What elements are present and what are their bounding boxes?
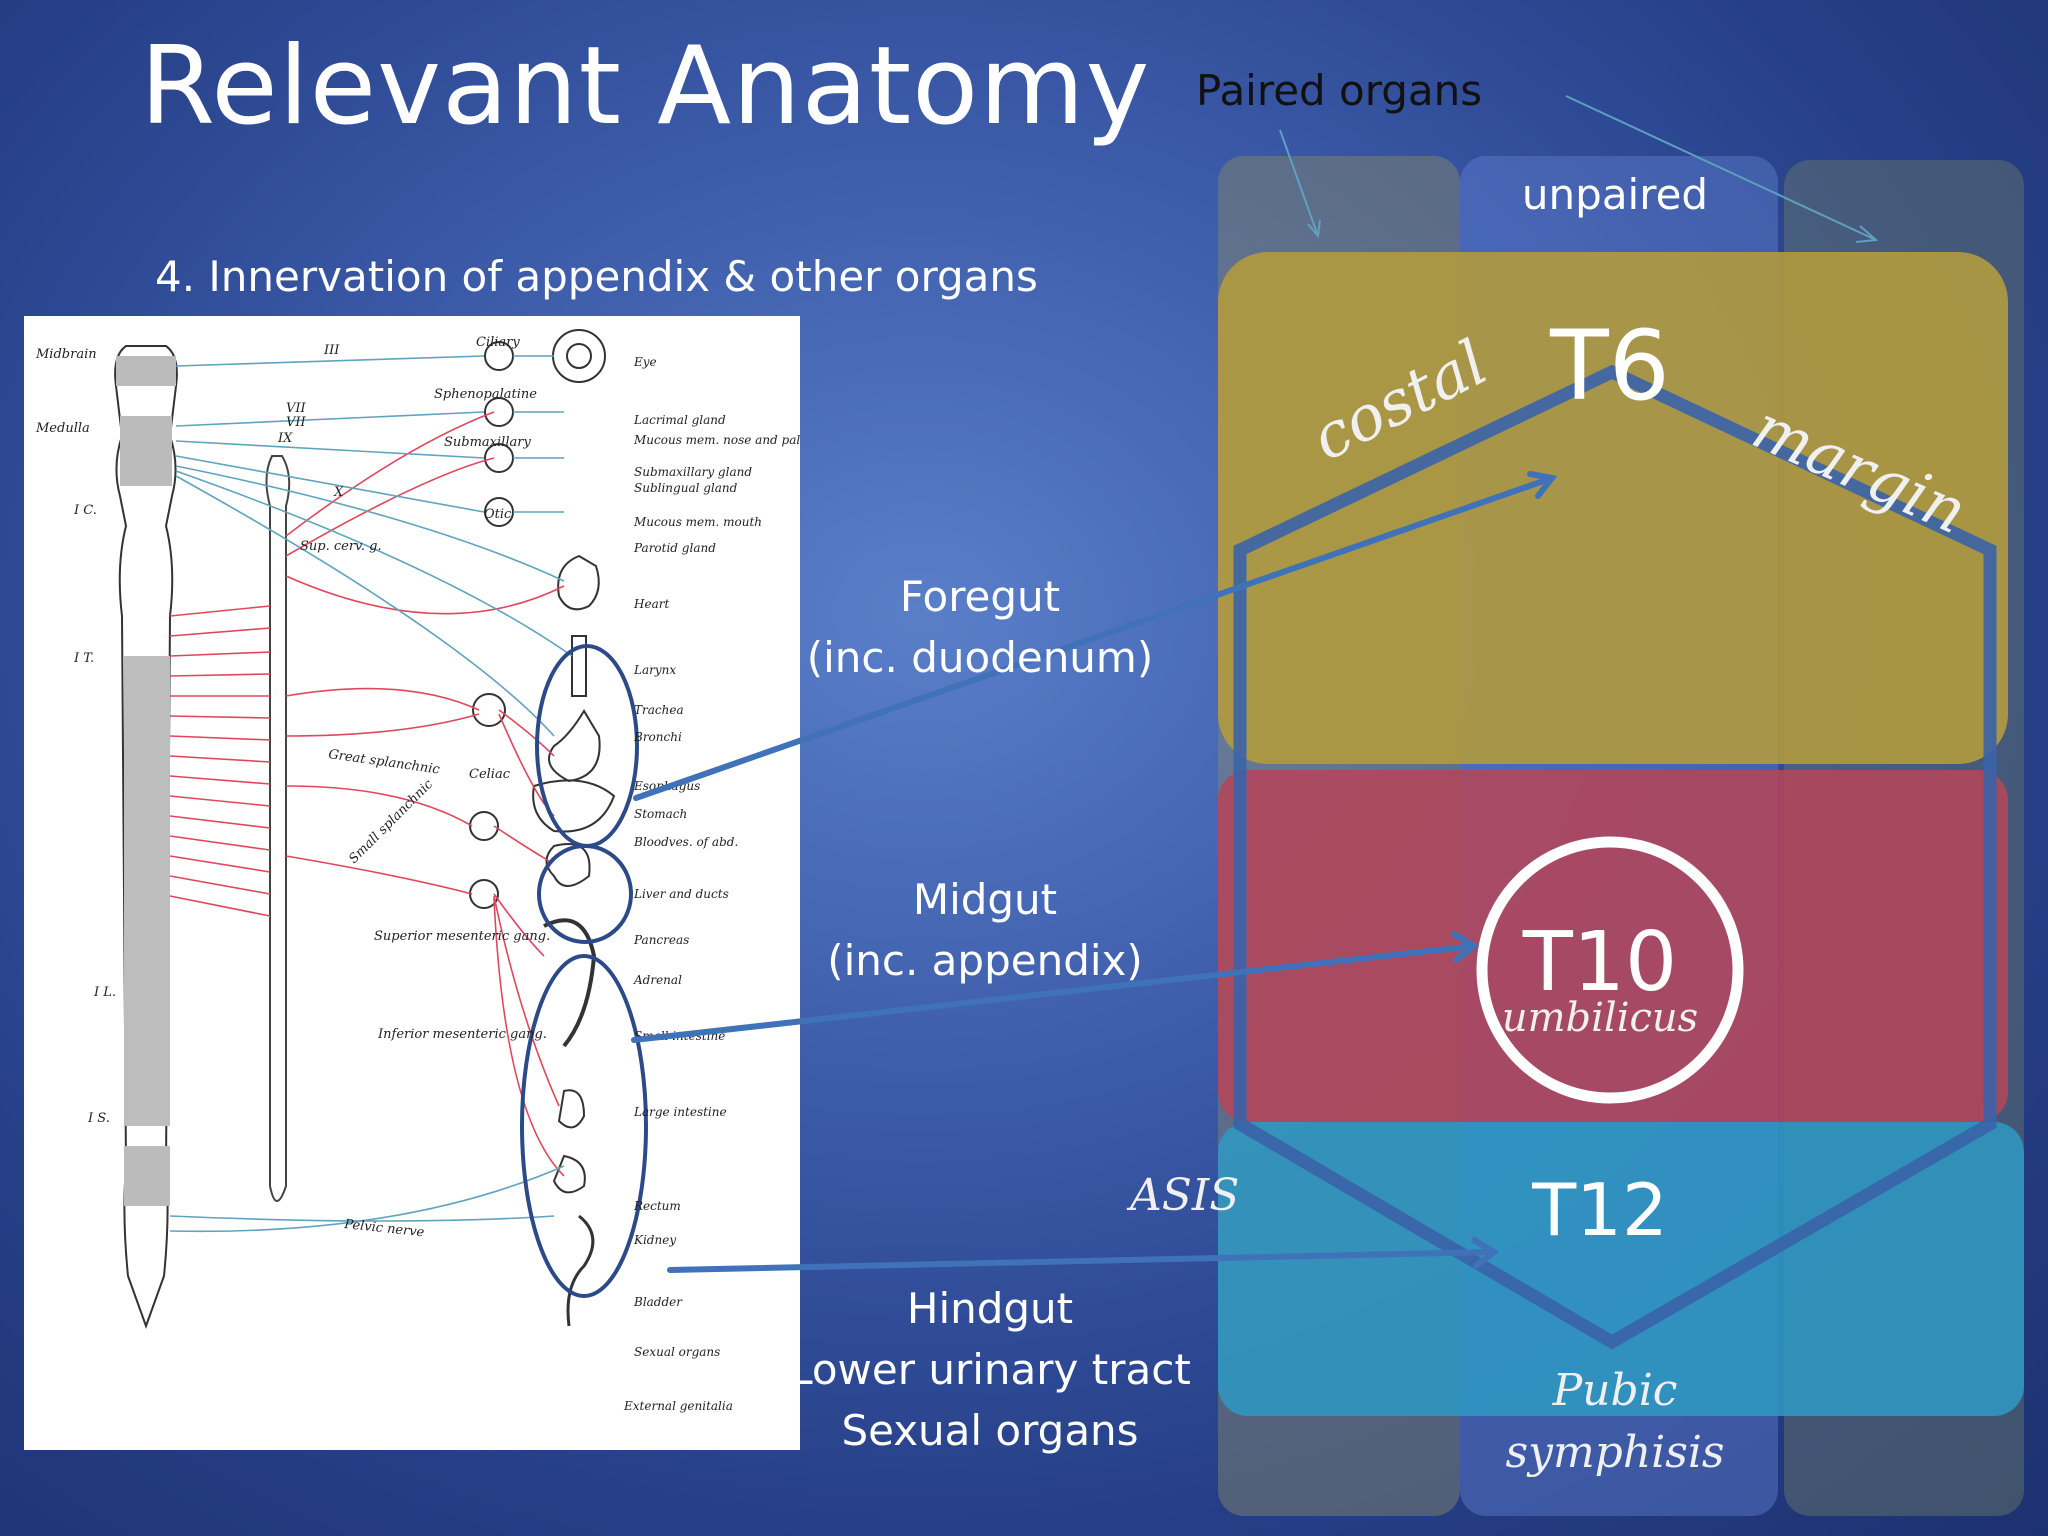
label-submaxillary: Submaxillary xyxy=(444,435,531,450)
innervation-figure: Midbrain Medulla I C. I T. I L. I S. III… xyxy=(24,316,800,1450)
preganglionic-fibres xyxy=(169,411,565,1177)
midbrain-shade xyxy=(116,356,176,386)
foregut-band xyxy=(1218,252,2008,764)
abdomen-hexagon xyxy=(1233,364,1997,1350)
label-ciliary: Ciliary xyxy=(476,335,520,350)
label-pancreas: Pancreas xyxy=(633,933,689,947)
trachea-organ xyxy=(571,635,587,697)
hindgut-ellipse xyxy=(520,954,648,1298)
midgut-ellipse xyxy=(537,844,633,944)
label-cn-iii: III xyxy=(323,343,340,358)
label-sexual-organs: Sexual organs xyxy=(634,1345,720,1359)
label-parotid: Parotid gland xyxy=(633,541,716,555)
label-large-intestine: Large intestine xyxy=(633,1105,727,1119)
label-eye: Eye xyxy=(633,355,657,369)
label-adrenal: Adrenal xyxy=(633,973,682,987)
label-sup-mesenteric: Superior mesenteric gang. xyxy=(374,929,550,944)
liver-organ xyxy=(532,779,616,833)
foregut-line-2: (inc. duodenum) xyxy=(806,633,1154,682)
label-medulla: Medulla xyxy=(35,421,90,436)
midgut-line-2: (inc. appendix) xyxy=(827,936,1143,985)
pubic-line-2: symphisis xyxy=(1505,1427,1725,1478)
label-ext-genitalia: External genitalia xyxy=(623,1399,733,1413)
label-stomach: Stomach xyxy=(634,807,687,821)
t6-label: T6 xyxy=(1550,310,1670,422)
midgut-text: Midgut (inc. appendix) xyxy=(780,869,1190,991)
medulla-shade xyxy=(120,416,172,486)
figure-left-labels: Midbrain Medulla I C. I T. I L. I S. xyxy=(35,347,116,1126)
bladder-organ xyxy=(552,1154,586,1194)
pubic-symphisis-label: Pubic symphisis xyxy=(1500,1360,1730,1484)
label-larynx: Larynx xyxy=(633,663,676,677)
slide-subtitle: 4. Innervation of appendix & other organ… xyxy=(155,252,1038,301)
label-heart: Heart xyxy=(633,597,669,611)
asis-label: ASIS xyxy=(1130,1170,1240,1221)
figure-organ-labels: Eye Lacrimal gland Mucous mem. nose and … xyxy=(623,355,800,1413)
t12-label: T12 xyxy=(1532,1168,1668,1252)
sympathetic-chain xyxy=(265,455,291,1202)
label-bloodves: Bloodves. of abd. xyxy=(633,835,738,849)
celiac-ganglion xyxy=(472,693,506,727)
label-sublingual: Sublingual gland xyxy=(634,481,738,495)
label-otic: Otic xyxy=(484,507,512,522)
genital-organ xyxy=(566,1214,595,1327)
label-inf-mesenteric: Inferior mesenteric gang. xyxy=(377,1027,547,1042)
slide-title: Relevant Anatomy xyxy=(140,24,1151,149)
label-cn-vii-b: VII xyxy=(286,415,307,430)
label-cn-x: X xyxy=(333,485,344,500)
hindgut-band xyxy=(1218,1122,2024,1416)
heart-organ xyxy=(557,554,600,611)
hindgut-line-3: Sexual organs xyxy=(841,1406,1139,1455)
hindgut-line-2: Lower urinary tract xyxy=(789,1345,1191,1394)
thoracolumbar-shade xyxy=(124,656,170,1126)
region-arrows xyxy=(631,471,1558,1273)
umbilicus-label: umbilicus xyxy=(1501,995,1699,1041)
label-is: I S. xyxy=(87,1111,110,1126)
umbilicus-ring xyxy=(1476,836,1744,1104)
label-rectum: Rectum xyxy=(633,1199,681,1213)
label-sup-cerv: Sup. cerv. g. xyxy=(300,539,382,554)
label-kidney: Kidney xyxy=(633,1233,676,1247)
paired-organs-label: Paired organs xyxy=(1196,66,1483,115)
label-bronchi: Bronchi xyxy=(633,730,682,744)
innervation-diagram: Midbrain Medulla I C. I T. I L. I S. III… xyxy=(35,329,800,1413)
stomach-organ xyxy=(548,709,601,783)
label-submax-gland: Submaxillary gland xyxy=(634,465,752,479)
label-sphenopalatine: Sphenopalatine xyxy=(434,387,537,402)
label-ic: I C. xyxy=(73,503,97,518)
hindgut-text: Hindgut Lower urinary tract Sexual organ… xyxy=(780,1278,1200,1461)
paired-arrows xyxy=(1279,95,1879,243)
label-cn-vii-a: VII xyxy=(286,401,307,416)
midgut-line-1: Midgut xyxy=(912,875,1058,924)
sup-mesenteric-ganglion xyxy=(469,811,499,841)
label-it: I T. xyxy=(73,651,94,666)
label-cn-ix: IX xyxy=(277,431,293,446)
sacral-shade xyxy=(124,1146,170,1206)
kidney-organ xyxy=(557,1089,586,1129)
label-mucous-mouth: Mucous mem. mouth xyxy=(633,515,762,529)
label-midbrain: Midbrain xyxy=(35,347,97,362)
label-trachea: Trachea xyxy=(634,703,684,717)
large-intestine-organ xyxy=(543,918,597,1048)
label-bladder: Bladder xyxy=(633,1295,683,1309)
label-il: I L. xyxy=(93,985,116,1000)
label-mucous-nose: Mucous mem. nose and palate xyxy=(633,433,800,447)
parasympathetic-fibres xyxy=(169,355,573,1233)
hindgut-line-1: Hindgut xyxy=(906,1284,1074,1333)
foregut-line-1: Foregut xyxy=(899,572,1061,621)
label-lacrimal: Lacrimal gland xyxy=(633,413,726,427)
label-celiac: Celiac xyxy=(469,767,511,782)
foregut-text: Foregut (inc. duodenum) xyxy=(770,566,1190,688)
pubic-line-1: Pubic xyxy=(1552,1365,1678,1416)
midgut-band xyxy=(1218,770,2008,1122)
unpaired-label: unpaired xyxy=(1521,170,1709,219)
label-liver: Liver and ducts xyxy=(633,887,729,901)
t10-label: T10 xyxy=(1522,915,1678,1010)
